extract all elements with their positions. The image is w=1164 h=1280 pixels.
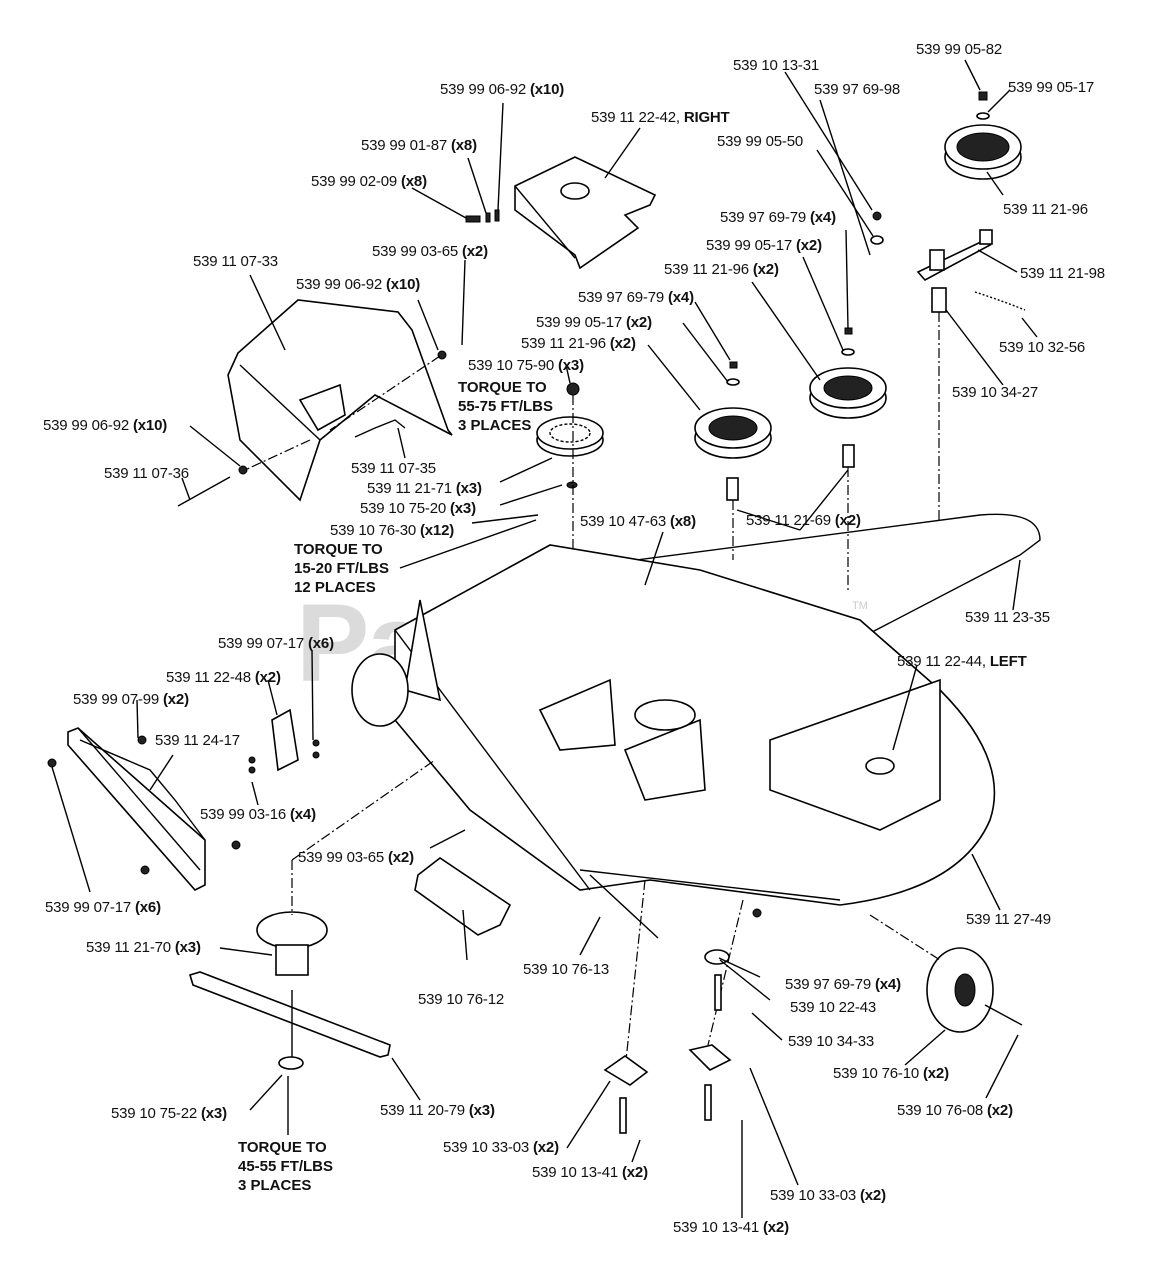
part-label[interactable]: 539 11 21-70 (x3)	[86, 939, 201, 956]
part-label[interactable]: 539 99 07-17 (x6)	[45, 899, 161, 916]
gauge-wheel-part[interactable]	[869, 914, 1023, 1033]
roller-part[interactable]	[414, 857, 659, 939]
part-label[interactable]: 539 10 22-43	[790, 999, 877, 1016]
blade-part[interactable]	[189, 971, 391, 1070]
part-label[interactable]: 539 10 33-03 (x2)	[443, 1139, 559, 1156]
part-label[interactable]: 539 10 76-08 (x2)	[897, 1102, 1013, 1119]
part-label[interactable]: 539 99 05-82	[916, 41, 1003, 58]
part-label[interactable]: 539 10 34-33	[788, 1033, 875, 1050]
leader-lines	[51, 59, 1038, 1218]
part-label[interactable]: 539 99 07-99 (x2)	[73, 691, 189, 708]
discharge-chute-part[interactable]	[177, 299, 453, 507]
idler-arm-part[interactable]	[870, 211, 993, 520]
part-label[interactable]: 539 10 75-20 (x3)	[360, 500, 476, 517]
part-label[interactable]: 539 10 76-13	[523, 961, 610, 978]
part-label[interactable]: 539 99 03-65 (x2)	[298, 849, 414, 866]
part-label[interactable]: 539 97 69-79 (x4)	[578, 289, 694, 306]
bottom-hardware-part[interactable]	[603, 879, 762, 1134]
part-label[interactable]: 539 99 05-50	[717, 133, 804, 150]
part-label[interactable]: 539 11 07-36	[104, 465, 189, 482]
part-label[interactable]: 539 11 21-69 (x2)	[746, 512, 861, 529]
part-label[interactable]: 539 11 21-96 (x2)	[521, 335, 636, 352]
part-label[interactable]: 539 10 75-90 (x3)	[468, 357, 584, 374]
part-label[interactable]: 539 99 06-92 (x10)	[296, 276, 421, 293]
part-label[interactable]: 539 99 06-92 (x10)	[43, 417, 168, 434]
part-label[interactable]: 539 97 69-79 (x4)	[785, 976, 901, 993]
baffle-part[interactable]	[47, 708, 320, 891]
part-label[interactable]: 539 10 32-56	[999, 339, 1086, 356]
part-label[interactable]: 539 11 21-71 (x3)	[367, 480, 482, 497]
part-label[interactable]: 539 11 07-35	[351, 460, 436, 477]
part-label[interactable]: 539 10 47-63 (x8)	[580, 513, 696, 530]
part-label[interactable]: 539 11 22-44, LEFT	[897, 653, 1027, 670]
part-label[interactable]: 539 10 75-22 (x3)	[111, 1105, 227, 1122]
part-label[interactable]: 539 99 05-17	[1008, 79, 1095, 96]
idler-pulley-1-part[interactable]	[694, 361, 772, 560]
part-label[interactable]: 539 11 22-48 (x2)	[166, 669, 281, 686]
part-label[interactable]: 539 11 21-96	[1003, 201, 1088, 218]
part-label[interactable]: 539 11 21-96 (x2)	[664, 261, 779, 278]
part-label[interactable]: 539 10 76-10 (x2)	[833, 1065, 949, 1082]
part-label[interactable]: 539 10 13-41 (x2)	[532, 1164, 648, 1181]
part-label[interactable]: 539 10 76-12	[418, 991, 505, 1008]
part-label[interactable]: 539 10 76-30 (x12)	[330, 522, 455, 539]
part-label[interactable]: 539 99 06-92 (x10)	[440, 81, 565, 98]
part-label[interactable]: 539 11 24-17	[155, 732, 240, 749]
part-label[interactable]: 539 11 22-42, RIGHT	[591, 109, 730, 126]
right-cover-part[interactable]	[514, 156, 657, 270]
part-label[interactable]: 539 97 69-79 (x4)	[720, 209, 836, 226]
part-label[interactable]: 539 99 05-17 (x2)	[706, 237, 822, 254]
bolt-part[interactable]	[465, 209, 500, 223]
part-label[interactable]: 539 11 07-33	[193, 253, 278, 270]
part-label[interactable]: 539 11 20-79 (x3)	[380, 1102, 495, 1119]
mower-deck-part[interactable]	[351, 544, 996, 906]
watermark-tm: TM	[852, 600, 868, 612]
part-label[interactable]: 539 99 01-87 (x8)	[361, 137, 477, 154]
part-label[interactable]: 539 99 07-17 (x6)	[218, 635, 334, 652]
part-label[interactable]: 539 10 13-31	[733, 57, 820, 74]
part-label[interactable]: 539 10 34-27	[952, 384, 1039, 401]
part-label[interactable]: 539 99 03-65 (x2)	[372, 243, 488, 260]
spring-part[interactable]	[354, 291, 1026, 438]
part-label[interactable]: 539 11 27-49	[966, 911, 1051, 928]
part-label[interactable]: 539 11 23-35	[965, 609, 1050, 626]
part-label[interactable]: 539 97 69-98	[814, 81, 901, 98]
idler-pulley-top-part[interactable]	[944, 91, 1022, 180]
idler-pulley-2-part[interactable]	[809, 327, 887, 590]
part-label[interactable]: 539 99 02-09 (x8)	[311, 173, 427, 190]
part-label[interactable]: 539 99 05-17 (x2)	[536, 314, 652, 331]
part-label[interactable]: 539 10 33-03 (x2)	[770, 1187, 886, 1204]
part-label[interactable]: 539 99 03-16 (x4)	[200, 806, 316, 823]
part-label[interactable]: 539 11 21-98	[1020, 265, 1105, 282]
part-label[interactable]: 539 10 13-41 (x2)	[673, 1219, 789, 1236]
spindle-part[interactable]	[256, 759, 436, 976]
